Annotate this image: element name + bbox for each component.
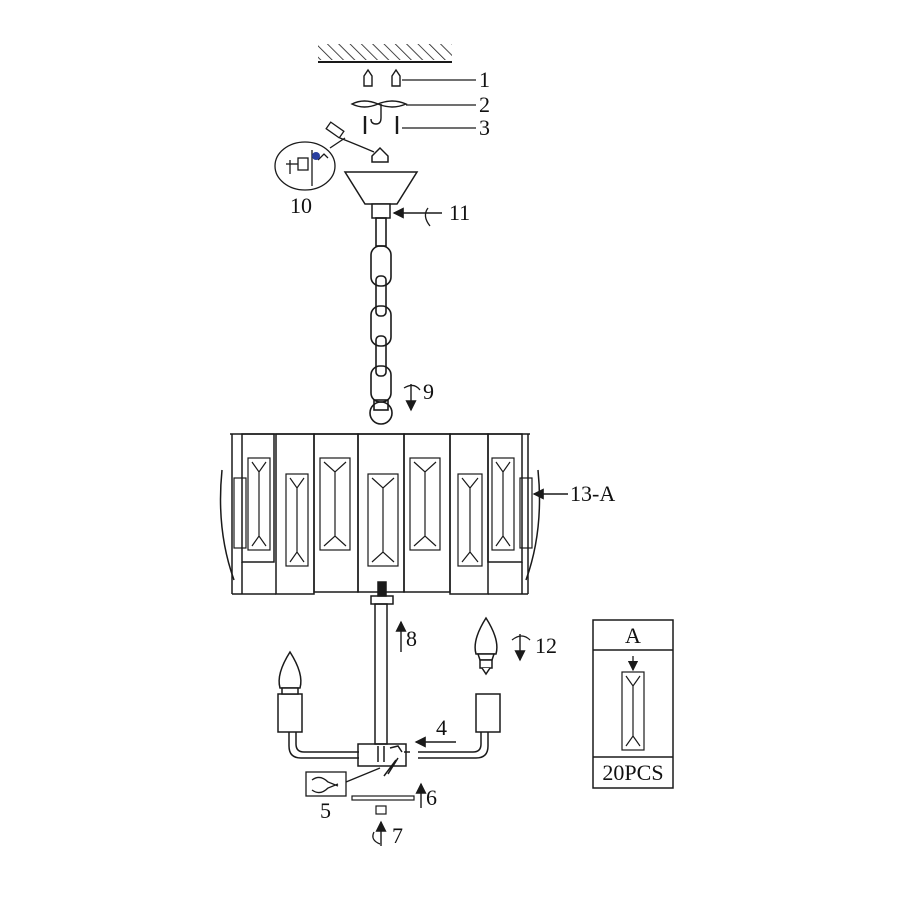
- junction-box: [357, 743, 407, 767]
- ceiling: [318, 44, 452, 63]
- callout-7: 7: [392, 823, 403, 848]
- callout-11: 11: [449, 200, 470, 225]
- bottom-plate: [351, 795, 415, 801]
- finial-cap: [375, 805, 387, 815]
- wire-connector-detail: [274, 121, 375, 191]
- ceiling-canopy: [343, 146, 419, 219]
- light-bulb-icon: [474, 616, 498, 676]
- callout-8: 8: [406, 626, 417, 651]
- callout-13: 13-A: [570, 481, 615, 506]
- rotate-arrow-icon: [511, 635, 531, 641]
- rotate-arrow-icon: [403, 384, 421, 391]
- parts-box-title: A: [625, 623, 641, 648]
- screw-icon: [363, 116, 399, 134]
- callout-6: 6: [426, 785, 437, 810]
- callout-9: 9: [423, 379, 434, 404]
- crystal-prism-icon: [621, 671, 645, 751]
- callout-2: 2: [479, 92, 490, 117]
- parts-box-quantity: 20PCS: [602, 760, 663, 785]
- callout-5: 5: [320, 798, 331, 823]
- lamp-arms: [277, 693, 501, 777]
- rotate-arrow-icon: [372, 831, 381, 845]
- crystal-prisms: [233, 457, 533, 567]
- light-bulb-icon: [278, 650, 302, 695]
- parts-box: A 20PCS: [592, 619, 674, 789]
- callout-10: 10: [290, 193, 312, 218]
- chain: [369, 217, 393, 425]
- center-rod: [370, 581, 394, 745]
- callout-12: 12: [535, 633, 557, 658]
- wire-stripper-icon: [305, 767, 381, 797]
- callout-1: 1: [479, 67, 490, 92]
- connector-blue-icon: [312, 152, 320, 160]
- mounting-bracket-icon: [350, 100, 408, 125]
- socket-right: [475, 693, 501, 733]
- callout-4: 4: [436, 715, 447, 740]
- lamp-shade-frame: [219, 433, 541, 595]
- callout-3: 3: [479, 115, 490, 140]
- socket-left: [277, 693, 303, 733]
- wall-anchor-icon: [363, 68, 401, 87]
- rotate-arrow-icon: [424, 207, 431, 227]
